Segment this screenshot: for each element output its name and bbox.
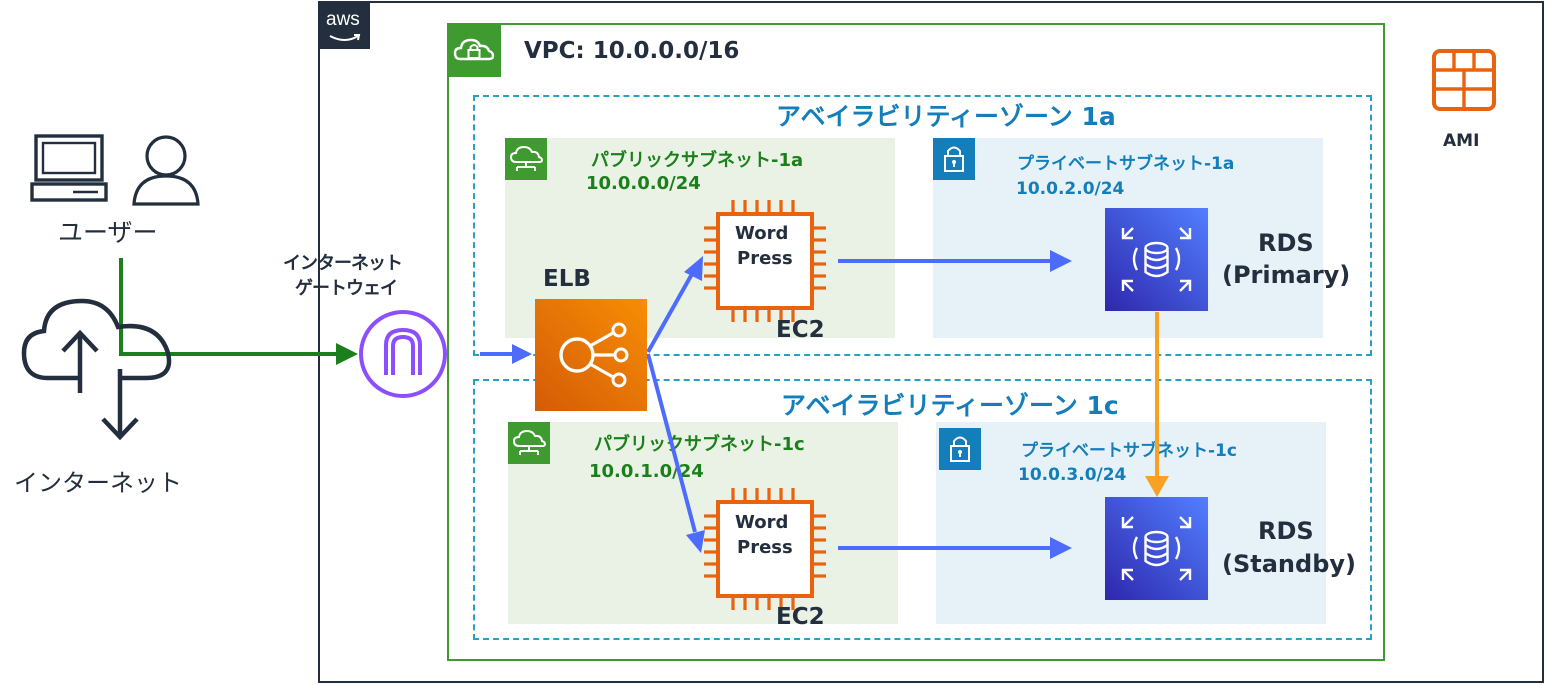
private-subnet-1a-lock-icon (933, 138, 975, 180)
public-subnet-1a-cidr: 10.0.0.0/24 (586, 173, 701, 194)
private-subnet-1c-cidr: 10.0.3.0/24 (1018, 465, 1127, 485)
aws-cloud-group (318, 1, 1544, 683)
private-subnet-1c-lock-icon (939, 428, 981, 470)
ami-icon (1428, 47, 1500, 113)
ec2-chip-icon-top (700, 198, 830, 324)
laptop-icon (28, 132, 112, 206)
ami-label: AMI (1443, 131, 1480, 151)
az-1a-group (473, 95, 1372, 356)
ec2-bottom-label: EC2 (776, 604, 825, 630)
igw-label-line2: ゲートウェイ (295, 278, 398, 299)
vpc-cloud-lock-icon (447, 23, 501, 77)
ec2-top-line2: Press (737, 248, 793, 269)
internet-cloud-icon (18, 283, 182, 451)
public-subnet-1c (508, 422, 898, 624)
internet-gateway-icon (357, 308, 449, 400)
user-icon (128, 132, 206, 208)
user-label: ユーザー (58, 218, 158, 247)
ec2-top-line1: Word (735, 223, 789, 244)
ec2-chip-icon-bottom (700, 486, 830, 612)
ec2-bottom-line1: Word (735, 512, 789, 533)
private-subnet-1a-cidr: 10.0.2.0/24 (1016, 179, 1125, 199)
ec2-bottom-line2: Press (737, 537, 793, 558)
public-subnet-1c-cidr: 10.0.1.0/24 (589, 461, 704, 482)
rds-standby-line2: (Standby) (1222, 550, 1356, 578)
rds-primary-icon (1105, 208, 1208, 311)
elb-to-ec2-bottom-arrow (646, 353, 697, 533)
user-to-igw-arrow (119, 258, 340, 356)
vpc-group (447, 23, 1385, 661)
ec2-top-label: EC2 (776, 317, 825, 343)
private-subnet-1c-name: プライベートサブネット-1c (1021, 441, 1237, 461)
public-subnet-1c-name: パブリックサブネット-1c (594, 434, 805, 455)
aws-logo-icon: aws (318, 1, 370, 49)
rds-standby-icon (1105, 497, 1208, 600)
aws-logo-text: aws (326, 9, 360, 30)
az-1c-label: アベイラビリティーゾーン 1c (781, 391, 1119, 420)
internet-label: インターネット (14, 469, 182, 497)
az-1a-label: アベイラビリティーゾーン 1a (776, 102, 1116, 131)
az-1c-group (473, 379, 1372, 640)
public-subnet-1a-icon (505, 138, 547, 180)
rds-standby-line1: RDS (1258, 517, 1314, 545)
igw-label-line1: インターネット (283, 253, 403, 274)
elb-icon (535, 299, 647, 411)
public-subnet-1a-name: パブリックサブネット-1a (591, 150, 804, 171)
rds-primary-line1: RDS (1258, 229, 1314, 257)
elb-to-ec2-top-arrow (646, 273, 694, 353)
private-subnet-1a-name: プライベートサブネット-1a (1017, 154, 1235, 174)
elb-label: ELB (543, 266, 591, 292)
public-subnet-1c-icon (508, 422, 550, 464)
vpc-label: VPC: 10.0.0.0/16 (524, 38, 740, 64)
rds-primary-line2: (Primary) (1222, 261, 1351, 289)
